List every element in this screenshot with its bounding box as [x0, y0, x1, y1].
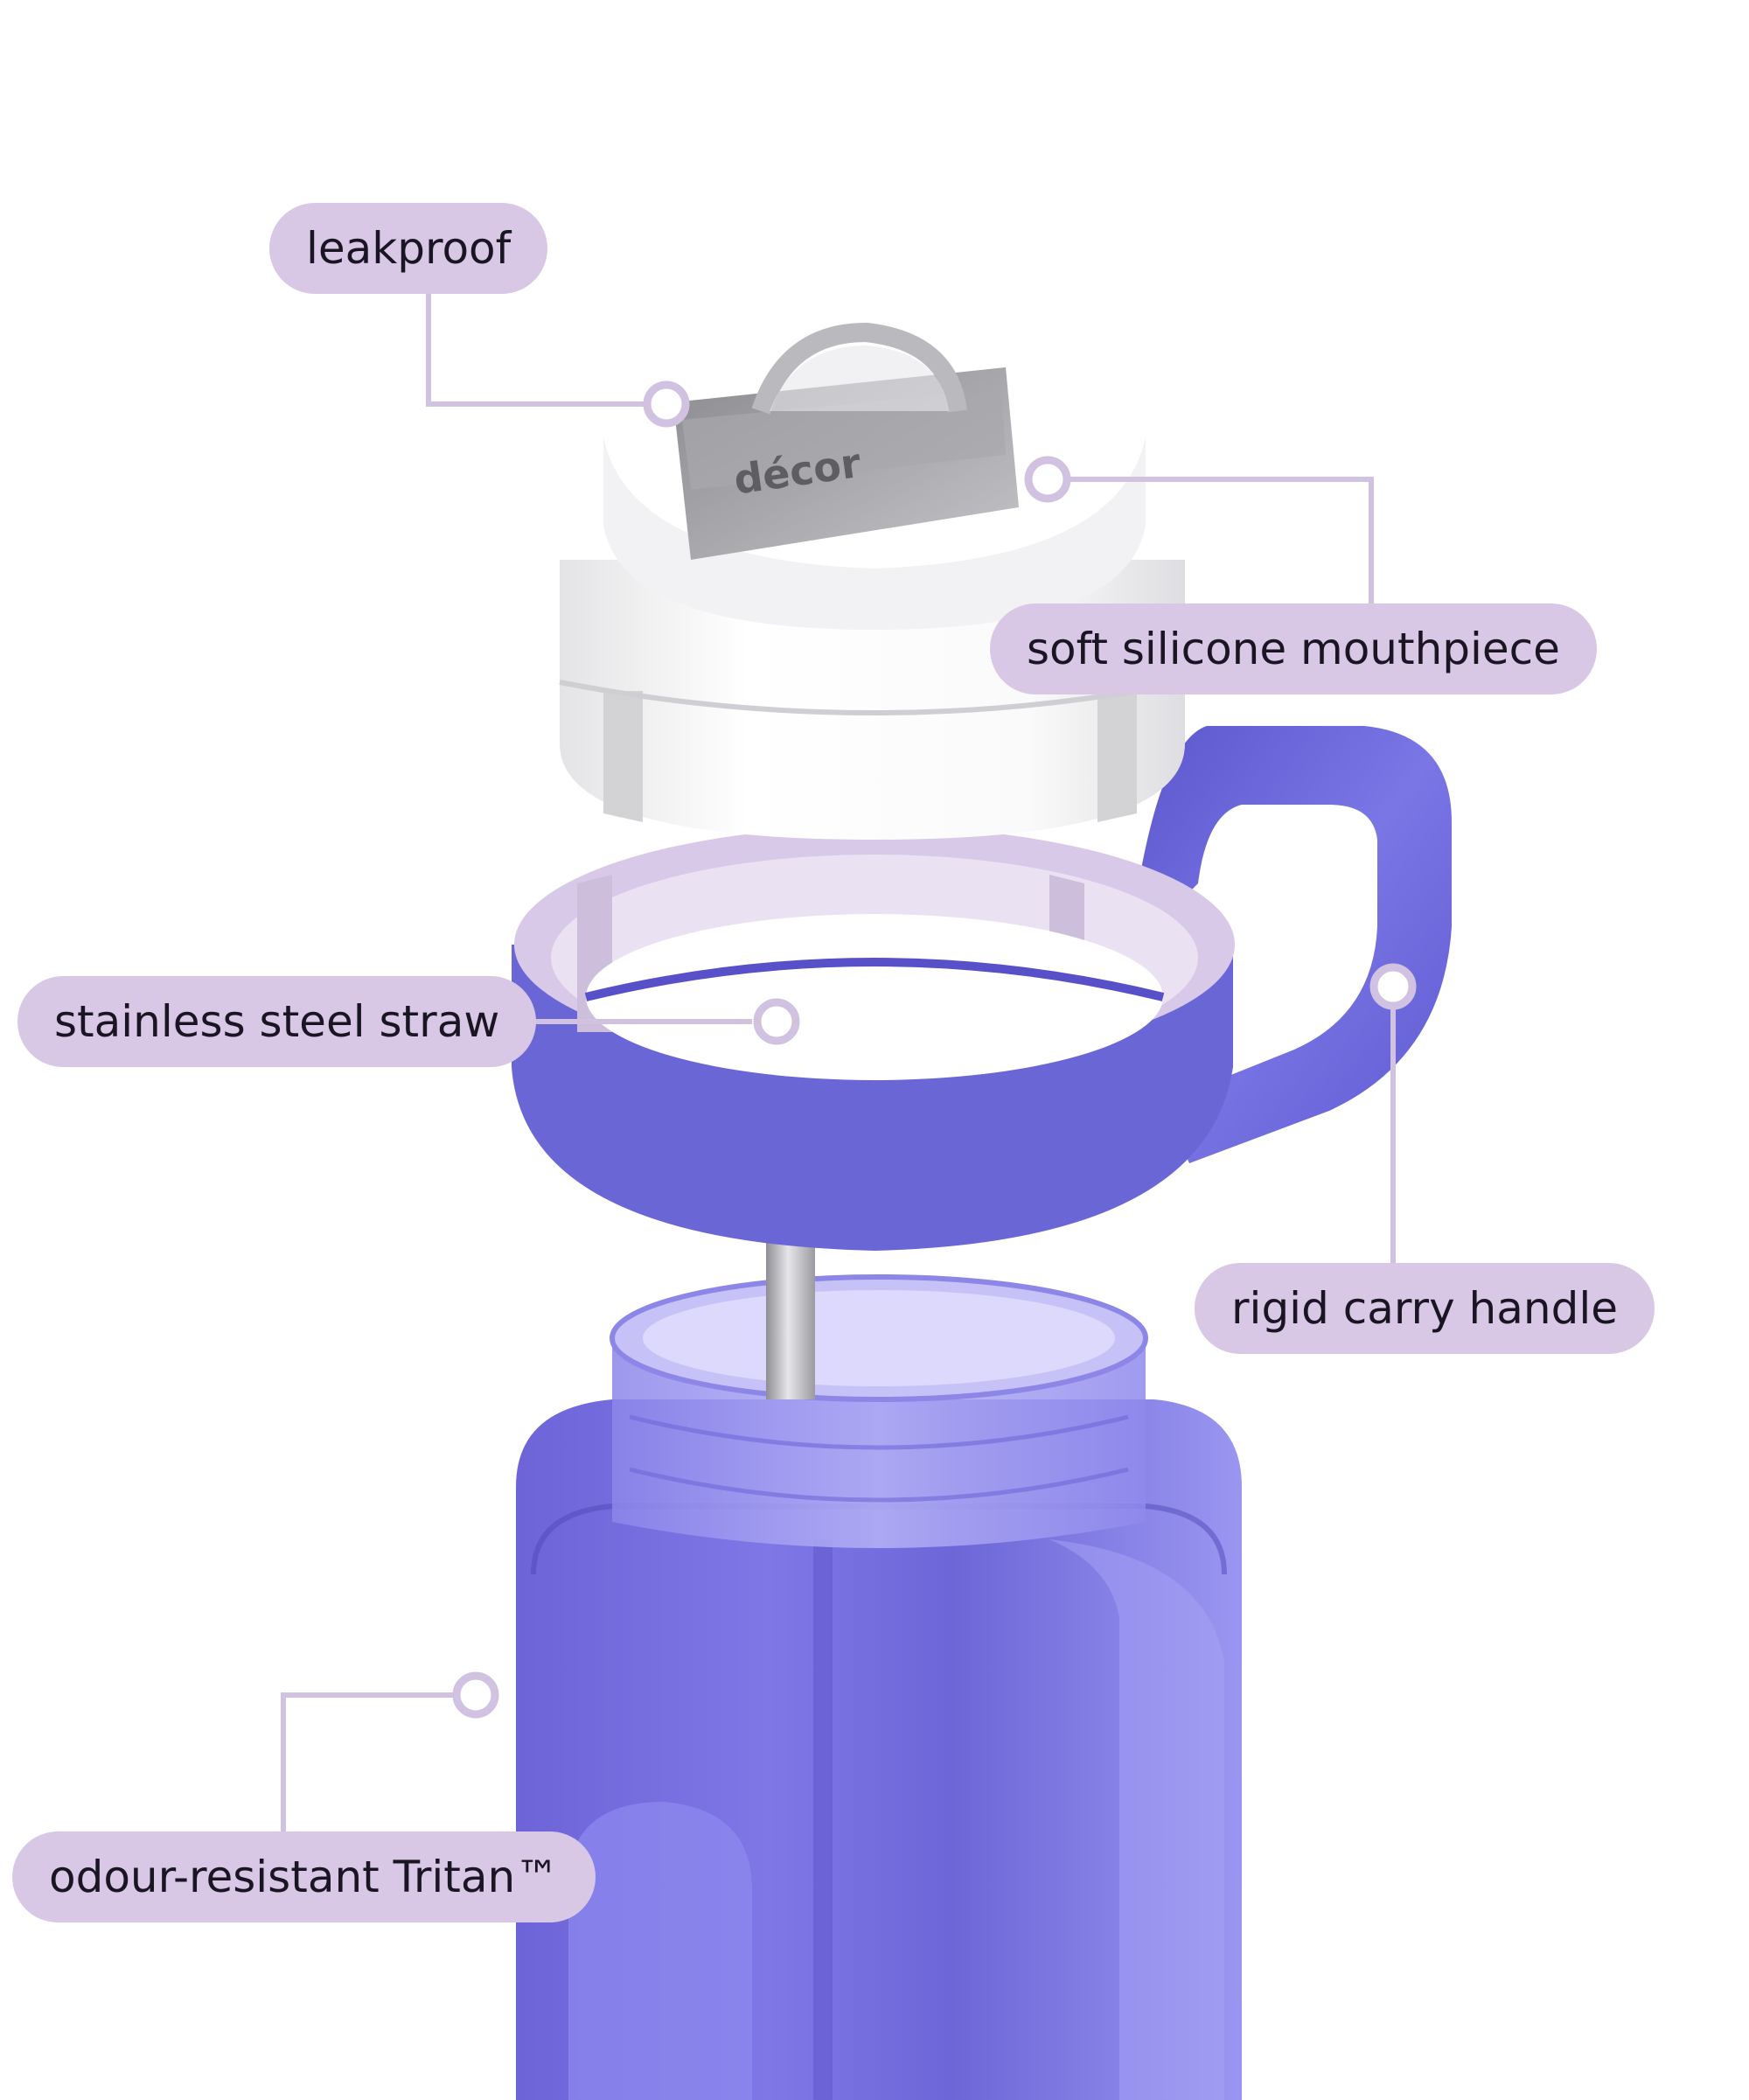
callout-label-straw: stainless steel straw	[17, 976, 537, 1067]
bottle-neck	[610, 1274, 1148, 1548]
callout-dot-icon	[1369, 963, 1417, 1010]
callout-label-handle: rigid carry handle	[1195, 1263, 1655, 1354]
handle-ring	[512, 827, 1235, 1251]
callout-dot-icon	[643, 380, 690, 428]
callout-dot-icon	[1024, 456, 1071, 503]
callout-label-leakproof: leakproof	[269, 203, 548, 294]
leader-line-leakproof	[426, 294, 647, 407]
leader-lines	[281, 294, 1396, 1831]
callout-dots	[452, 380, 1417, 1719]
callout-label-tritan: odour-resistant Tritan™	[12, 1831, 596, 1922]
bottle-lid: décor	[559, 322, 1186, 840]
callout-dot-icon	[452, 1671, 499, 1719]
carry-handle	[1128, 726, 1452, 1163]
callout-dot-icon	[753, 998, 800, 1045]
callout-label-mouthpiece: soft silicone mouthpiece	[990, 603, 1597, 694]
leader-line-mouthpiece	[1067, 477, 1374, 603]
bottle-body	[516, 1399, 1242, 2100]
leader-line-tritan	[281, 1692, 456, 1831]
